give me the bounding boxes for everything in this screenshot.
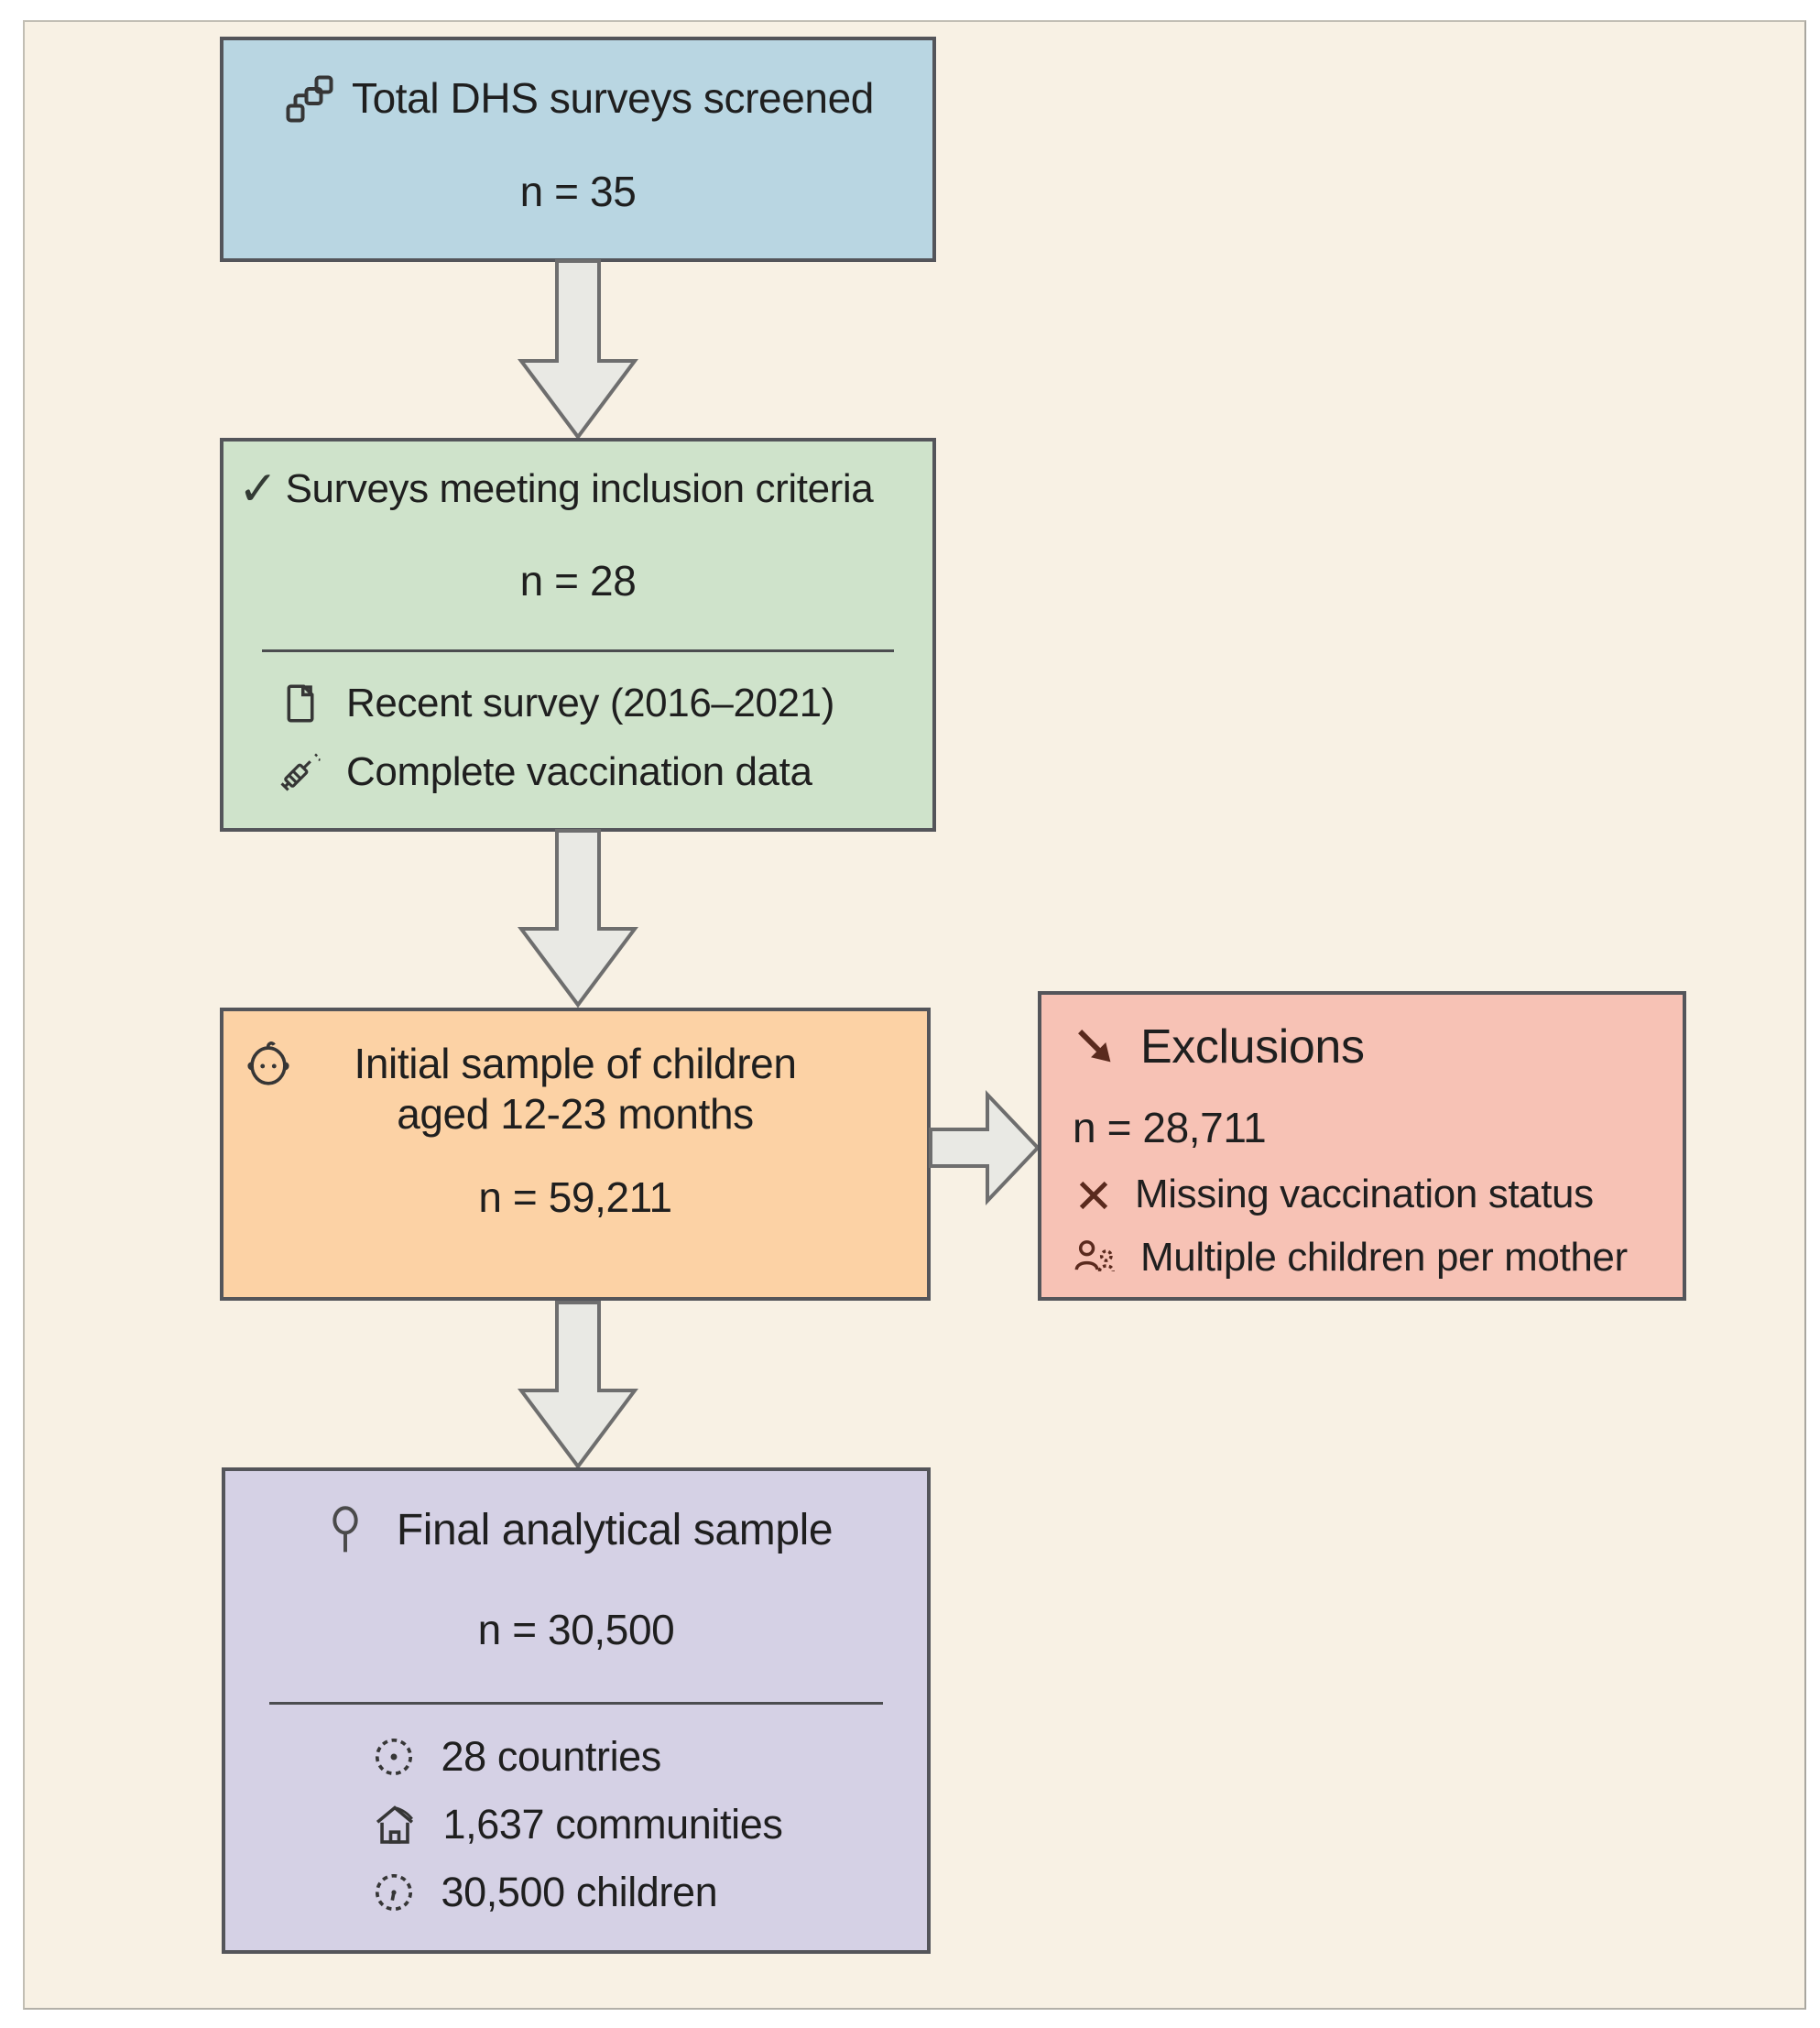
box-final-sample: Final analytical sample n = 30,500 28 co… xyxy=(222,1467,931,1954)
sample-size: n = 59,211 xyxy=(478,1173,672,1222)
baby-icon xyxy=(242,1037,295,1090)
down-arrow-1 xyxy=(518,259,638,441)
down-arrow-3 xyxy=(518,1301,638,1469)
box-surveys-screened: Total DHS surveys screened n = 35 xyxy=(220,37,936,262)
box-surveys-screened-header: Total DHS surveys screened xyxy=(282,71,874,126)
flowchart-icon xyxy=(282,71,337,126)
down-arrow-2 xyxy=(518,829,638,1009)
list-item: Complete vaccination data xyxy=(277,748,834,797)
box-title: Exclusions xyxy=(1140,1020,1365,1074)
list-item-label: Missing vaccination status xyxy=(1135,1172,1594,1217)
box-title: Surveys meeting inclusion criteria xyxy=(285,466,874,511)
x-icon xyxy=(1073,1174,1115,1216)
list-item: 30,500 children xyxy=(370,1868,718,1917)
list-item-label: 1,637 communities xyxy=(442,1800,783,1848)
list-item-label: 30,500 children xyxy=(441,1868,718,1915)
list-item: Multiple children per mother xyxy=(1073,1234,1628,1282)
final-sample-list: 28 countries 1,637 communities xyxy=(370,1732,783,1917)
list-item-label: Complete vaccination data xyxy=(346,748,812,794)
clock-icon xyxy=(370,1869,418,1916)
list-item: 28 countries xyxy=(370,1732,661,1782)
box-final-header: Final analytical sample xyxy=(320,1504,834,1557)
mother-child-icon xyxy=(1073,1235,1120,1282)
box-inclusion-criteria: ✓ Surveys meeting inclusion criteria n =… xyxy=(220,438,936,832)
globe-icon xyxy=(370,1733,418,1781)
document-icon xyxy=(277,681,322,726)
exclusion-list: Missing vaccination status Multiple chil… xyxy=(1073,1171,1628,1282)
list-item: 1,637 communities xyxy=(370,1800,783,1849)
sample-size: n = 28 xyxy=(519,556,637,605)
sample-size: n = 35 xyxy=(519,168,637,215)
sample-size: n = 28,711 xyxy=(1073,1104,1267,1152)
box-exclusions-header: Exclusions xyxy=(1071,1019,1365,1075)
list-item: Missing vaccination status xyxy=(1073,1171,1628,1219)
box-title-line2: aged 12-23 months xyxy=(397,1090,754,1139)
box-title: Initial sample of children aged 12-23 mo… xyxy=(354,1039,796,1139)
house-icon xyxy=(370,1800,420,1849)
box-exclusions: Exclusions n = 28,711 Missing vaccinatio… xyxy=(1038,991,1686,1301)
list-item-label: Multiple children per mother xyxy=(1140,1235,1628,1281)
box-title-line1: Initial sample of children xyxy=(354,1040,797,1087)
syringe-icon xyxy=(277,749,322,795)
list-item: Recent survey (2016–2021) xyxy=(277,680,834,728)
arrow-down-right-icon xyxy=(1071,1022,1120,1072)
box-title: Final analytical sample xyxy=(396,1506,834,1554)
right-arrow xyxy=(929,1090,1041,1205)
criteria-list: Recent survey (2016–2021) xyxy=(277,680,834,797)
divider-line xyxy=(262,649,894,652)
box-inclusion-header: ✓ Surveys meeting inclusion criteria xyxy=(238,463,874,517)
list-item-label: 28 countries xyxy=(441,1732,662,1780)
box-initial-sample: Initial sample of children aged 12-23 mo… xyxy=(220,1008,931,1301)
list-item-label: Recent survey (2016–2021) xyxy=(346,680,834,725)
divider-line xyxy=(269,1701,883,1705)
check-icon: ✓ xyxy=(238,463,278,517)
sample-size: n = 30,500 xyxy=(477,1605,675,1653)
box-title: Total DHS surveys screened xyxy=(352,74,874,123)
balloon-icon xyxy=(320,1505,371,1556)
